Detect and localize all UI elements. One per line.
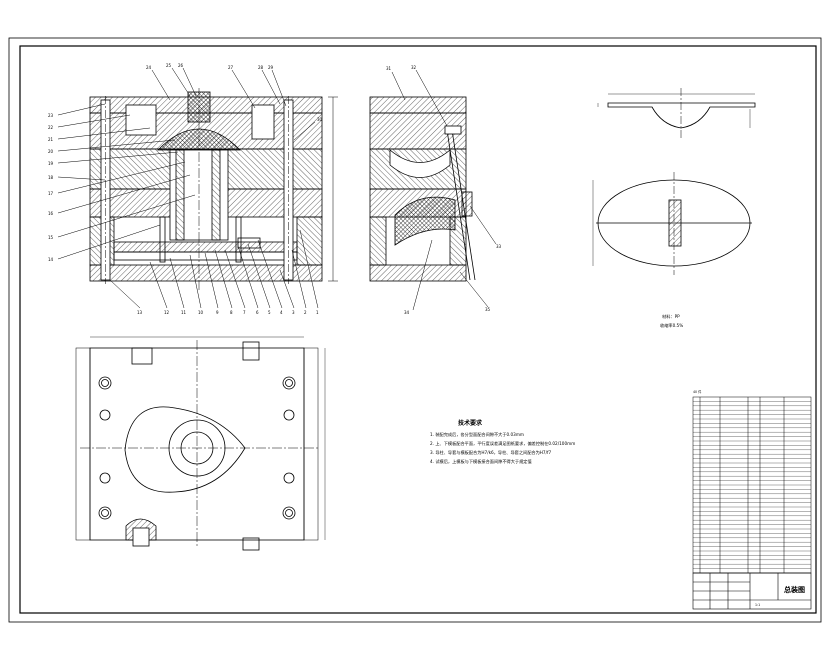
callout-20: 20 — [48, 149, 54, 154]
callout-34: 34 — [404, 310, 410, 315]
tech-req-item-2: 2. 上、下模板配合平面，平行度误差满足图纸要求，偏差控制在0.02/100mm — [430, 440, 575, 447]
callout-16: 16 — [48, 211, 54, 216]
callout-11: 11 — [181, 310, 187, 315]
callout-33: 33 — [496, 244, 502, 249]
callout-15: 15 — [48, 235, 54, 240]
tech-req-title: 技术要求 — [458, 419, 483, 427]
callout-7: 7 — [243, 310, 246, 315]
callout-4: 4 — [280, 310, 283, 315]
material-label: 材料：PP — [662, 313, 680, 320]
side-view-callouts: 31 32 33 34 35 — [386, 65, 502, 315]
callout-31: 31 — [386, 66, 392, 71]
callout-23: 23 — [48, 113, 54, 118]
side-section-view — [369, 96, 476, 282]
callout-3: 3 — [292, 310, 295, 315]
callout-13: 13 — [137, 310, 143, 315]
side-view-leaders — [391, 69, 497, 311]
callout-17: 17 — [48, 191, 54, 196]
moving-half-plan-view — [75, 336, 326, 551]
callout-21: 21 — [48, 137, 54, 142]
shrinkage-label: 收缩率0.5% — [660, 322, 683, 329]
inner-border — [19, 45, 817, 614]
front-view-callouts-top: 24 25 26 27 28 29 30 — [146, 63, 323, 122]
callout-18: 18 — [48, 175, 54, 180]
front-view-callouts-left: 23 22 21 20 19 18 17 16 15 14 — [48, 113, 54, 262]
tech-req-item-4: 4. 试模后，上模板与下模板接合面间隙不得大于规定值 — [430, 458, 532, 465]
callout-22: 22 — [48, 125, 54, 130]
callout-30: 30 — [317, 117, 323, 122]
bom-header-label: 40 件 — [693, 389, 702, 394]
front-view-leaders-bottom — [109, 229, 319, 309]
callout-9: 9 — [216, 310, 219, 315]
callout-2: 2 — [304, 310, 307, 315]
front-section-view — [89, 88, 338, 290]
drawing-scale: 1:1 — [755, 603, 760, 607]
technical-requirements: 技术要求 1. 装配完成后，各分型面配合间隙不大于0.03mm 2. 上、下模板… — [430, 419, 575, 465]
callout-5: 5 — [268, 310, 271, 315]
callout-1: 1 — [316, 310, 319, 315]
tech-req-item-3: 3. 导柱、导套与模板配合为H7/k6，导柱、导套之间配合为H7/f7 — [430, 449, 551, 456]
part-plan-view — [592, 172, 752, 275]
callout-35: 35 — [485, 307, 491, 312]
callout-19: 19 — [48, 161, 54, 166]
part-elevation-view — [597, 88, 756, 140]
title-block — [692, 572, 812, 610]
callout-26: 26 — [178, 63, 184, 68]
front-view-leaders — [57, 103, 196, 260]
callout-29: 29 — [268, 65, 274, 70]
callout-14: 14 — [48, 257, 54, 262]
front-view-leaders-top — [151, 67, 316, 141]
front-view-callouts-bottom: 13 12 11 10 9 8 7 6 5 4 3 2 1 — [137, 310, 319, 315]
callout-24: 24 — [146, 65, 152, 70]
outer-border — [8, 37, 822, 623]
tech-req-item-1: 1. 装配完成后，各分型面配合间隙不大于0.03mm — [430, 431, 524, 438]
callout-28: 28 — [258, 65, 264, 70]
part-material-note: 材料：PP 收缩率0.5% — [660, 313, 683, 329]
bom-row-lines — [693, 401, 811, 574]
callout-27: 27 — [228, 65, 234, 70]
callout-25: 25 — [166, 63, 172, 68]
callout-32: 32 — [411, 65, 417, 70]
callout-6: 6 — [256, 310, 259, 315]
callout-10: 10 — [198, 310, 204, 315]
drawing-name: 总装图 — [784, 585, 805, 594]
callout-8: 8 — [230, 310, 233, 315]
callout-12: 12 — [164, 310, 170, 315]
